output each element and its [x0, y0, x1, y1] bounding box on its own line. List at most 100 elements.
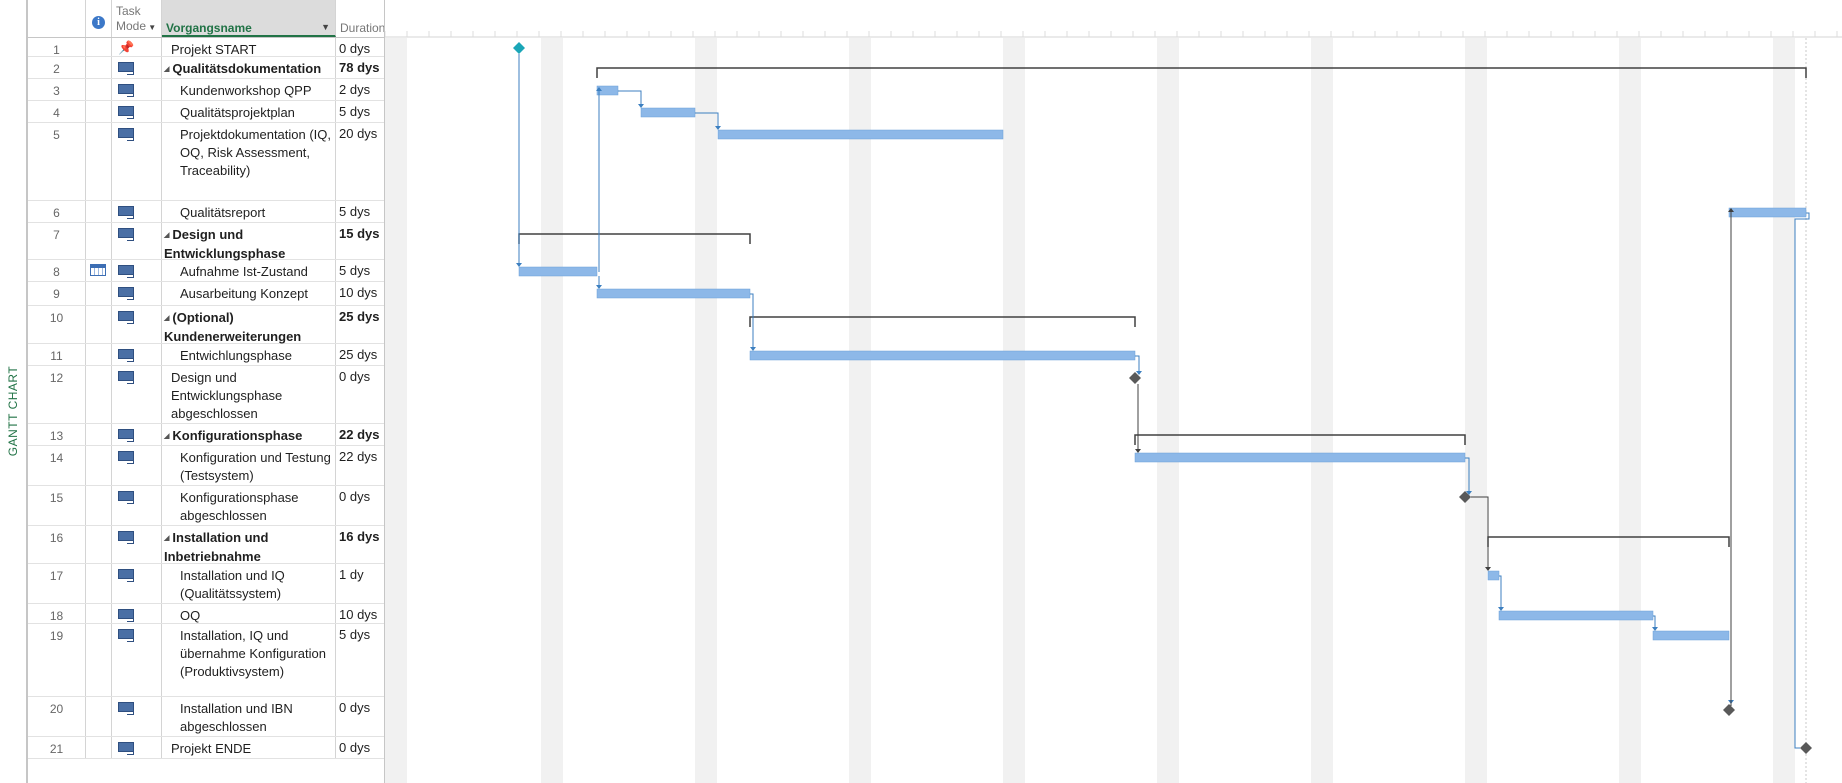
task-duration-cell[interactable]: 20 dys [339, 126, 378, 141]
row-number[interactable]: 18 [28, 604, 86, 623]
row-number[interactable]: 5 [28, 123, 86, 200]
task-mode-cell[interactable] [112, 366, 162, 423]
task-duration-cell[interactable]: 0 dys [339, 740, 371, 755]
task-mode-cell[interactable]: 📌 [112, 38, 162, 56]
task-name-cell[interactable]: Aufnahme Ist-Zustand [162, 260, 336, 281]
task-mode-cell[interactable] [112, 486, 162, 525]
task-name-cell[interactable]: Konfiguration und Testung (Testsystem) [162, 446, 336, 485]
task-duration-cell[interactable]: 10 dys [339, 285, 378, 300]
collapse-triangle-icon[interactable]: ◢ [164, 433, 170, 440]
row-number[interactable]: 2 [28, 57, 86, 78]
row-number[interactable]: 19 [28, 624, 86, 696]
task-duration-cell[interactable]: 0 dys [339, 369, 371, 384]
task-mode-cell[interactable] [112, 424, 162, 445]
task-mode-cell[interactable] [112, 604, 162, 623]
task-duration-cell[interactable]: 22 dys [339, 449, 378, 464]
row-number[interactable]: 4 [28, 101, 86, 122]
task-duration-cell[interactable]: 78 dys [339, 60, 380, 75]
task-duration-cell[interactable]: 5 dys [339, 204, 371, 219]
column-header-task-mode[interactable]: Task Mode ▼ [112, 0, 162, 37]
task-duration-cell[interactable]: 0 dys [339, 489, 371, 504]
chevron-down-icon[interactable]: ▼ [146, 23, 157, 32]
task-mode-cell[interactable] [112, 344, 162, 365]
collapse-triangle-icon[interactable]: ◢ [164, 66, 170, 73]
column-header-indicators[interactable]: i [86, 0, 112, 37]
task-mode-cell[interactable] [112, 79, 162, 100]
row-number[interactable]: 13 [28, 424, 86, 445]
collapse-triangle-icon[interactable]: ◢ [164, 315, 170, 322]
task-mode-cell[interactable] [112, 446, 162, 485]
task-name-cell[interactable]: Projekt ENDE [162, 737, 336, 758]
task-duration-cell[interactable]: 25 dys [339, 309, 380, 324]
calendar-icon[interactable] [90, 264, 106, 276]
row-number[interactable]: 1 [28, 38, 86, 57]
task-mode-cell[interactable] [112, 737, 162, 758]
task-duration-cell[interactable]: 5 dys [339, 627, 371, 642]
row-number[interactable]: 12 [28, 366, 86, 423]
task-mode-cell[interactable] [112, 526, 162, 563]
task-mode-cell[interactable] [112, 697, 162, 736]
task-duration-cell[interactable]: 25 dys [339, 347, 378, 362]
table-row[interactable]: 5 Projektdokumentation (IQ, OQ, Risk Asse… [28, 123, 386, 201]
row-number[interactable]: 7 [28, 223, 86, 259]
task-mode-cell[interactable] [112, 624, 162, 696]
task-duration-cell[interactable]: 5 dys [339, 104, 371, 119]
task-name-cell[interactable]: ◢(Optional) Kundenerweiterungen [162, 306, 336, 344]
task-duration-cell[interactable]: 15 dys [339, 226, 380, 241]
task-duration-cell[interactable]: 10 dys [339, 607, 378, 622]
collapse-triangle-icon[interactable]: ◢ [164, 232, 170, 239]
task-name-cell[interactable]: ◢Installation und Inbetriebnahme [162, 526, 336, 564]
table-row[interactable]: 19 Installation, IQ und übernahme Konfigu… [28, 624, 386, 697]
view-bar[interactable]: GANTT CHART [0, 38, 26, 783]
task-mode-cell[interactable] [112, 564, 162, 603]
row-number[interactable]: 9 [28, 282, 86, 305]
task-duration-cell[interactable]: 0 dys [339, 700, 371, 715]
task-name-cell[interactable]: ◢Qualitätsdokumentation [162, 57, 336, 78]
row-number[interactable]: 17 [28, 564, 86, 603]
task-duration-cell[interactable]: 22 dys [339, 427, 380, 442]
select-all-cell[interactable] [28, 0, 86, 37]
task-mode-cell[interactable] [112, 260, 162, 281]
task-duration-cell[interactable]: 2 dys [339, 82, 371, 97]
task-duration-cell[interactable]: 5 dys [339, 263, 371, 278]
task-name-cell[interactable]: Ausarbeitung Konzept [162, 282, 336, 305]
task-name-cell[interactable]: ◢Design und Entwicklungsphase [162, 223, 336, 261]
gantt-chart-area[interactable] [384, 0, 1842, 783]
row-number[interactable]: 11 [28, 344, 86, 365]
task-name-cell[interactable]: Projektdokumentation (IQ, OQ, Risk Asses… [162, 123, 336, 200]
task-name-cell[interactable]: OQ [162, 604, 336, 623]
task-mode-cell[interactable] [112, 101, 162, 122]
task-mode-cell[interactable] [112, 201, 162, 222]
task-name-cell[interactable]: Qualitätsreport [162, 201, 336, 222]
task-name-cell[interactable]: Qualitätsprojektplan [162, 101, 336, 122]
task-duration-cell[interactable]: 16 dys [339, 529, 380, 544]
task-duration-cell[interactable]: 0 dys [339, 41, 371, 56]
task-name-cell[interactable]: Installation, IQ und übernahme Konfigura… [162, 624, 336, 696]
row-number[interactable]: 3 [28, 79, 86, 100]
row-number[interactable]: 15 [28, 486, 86, 525]
row-number[interactable]: 21 [28, 737, 86, 758]
task-name-cell[interactable]: Installation und IQ (Qualitätssystem) [162, 564, 336, 603]
task-mode-cell[interactable] [112, 123, 162, 200]
task-duration-cell[interactable]: 1 dy [339, 567, 364, 582]
table-row[interactable]: 17 Installation und IQ (Qualitätssystem)1… [28, 564, 386, 604]
row-number[interactable]: 20 [28, 697, 86, 736]
task-name-cell[interactable]: Kundenworkshop QPP [162, 79, 336, 100]
row-number[interactable]: 16 [28, 526, 86, 563]
task-name-cell[interactable]: Konfigurationsphase abgeschlossen [162, 486, 336, 525]
